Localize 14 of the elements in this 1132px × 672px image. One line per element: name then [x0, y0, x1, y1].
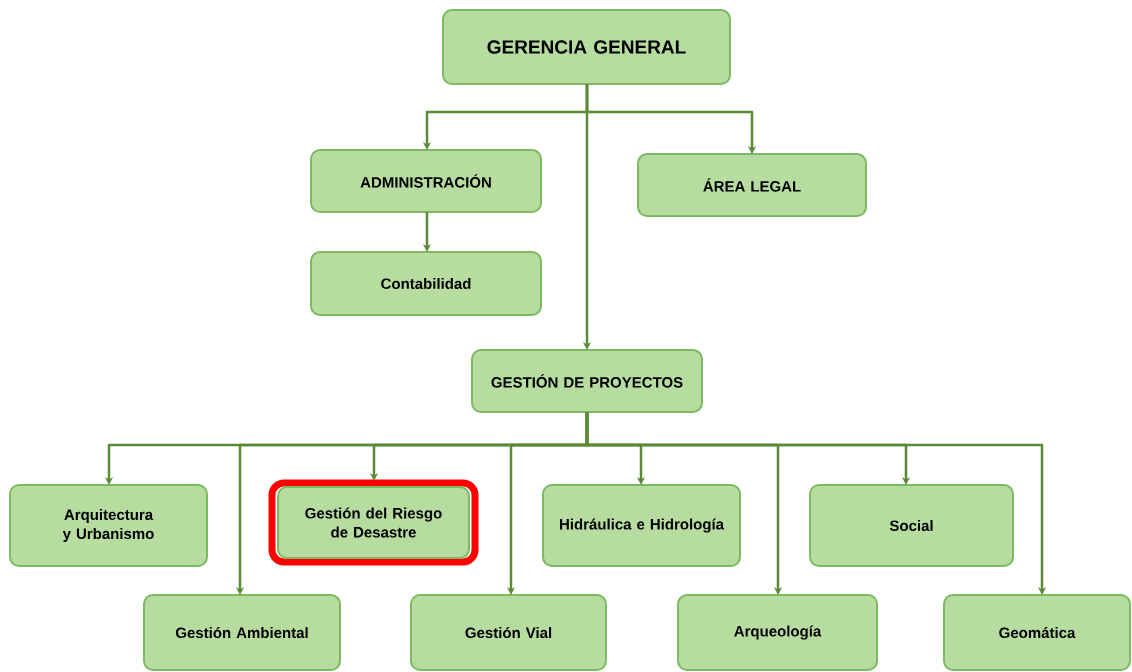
org-box: GESTIÓN DE PROYECTOS	[471, 349, 703, 413]
org-box: Gestión Ambiental	[143, 594, 341, 671]
arrow	[585, 412, 1047, 595]
org-box: Arquitectura y Urbanismo	[9, 484, 208, 567]
org-box: Geomática	[943, 594, 1131, 671]
org-box: GERENCIA GENERAL	[442, 9, 731, 85]
org-box: ADMINISTRACIÓN	[310, 149, 542, 213]
highlighted-box: Gestión del Riesgo de Desastre	[268, 479, 479, 566]
org-box: Contabilidad	[310, 251, 542, 316]
org-box: ÁREA LEGAL	[637, 153, 867, 217]
org-box: Hidráulica e Hidrología	[542, 484, 741, 567]
org-box: Social	[809, 484, 1014, 567]
org-box: Arqueología	[677, 594, 878, 671]
org-box: Gestión Vial	[410, 594, 607, 671]
